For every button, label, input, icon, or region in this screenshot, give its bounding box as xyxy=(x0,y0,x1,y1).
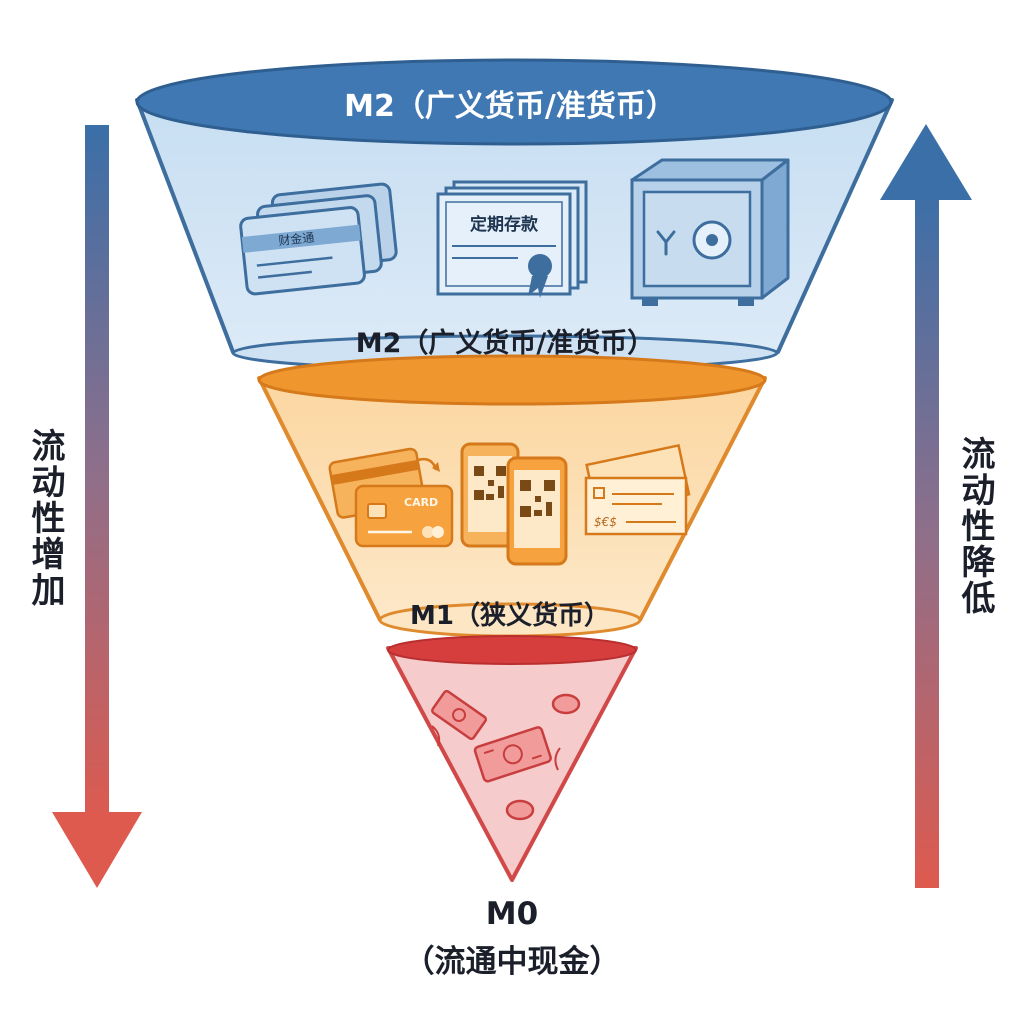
certificate-text: 定期存款 xyxy=(470,214,539,235)
m1-top-ellipse xyxy=(257,354,767,406)
liquidity-decrease-text: 流动性降低 xyxy=(955,436,995,616)
m0-label-line1: M0 xyxy=(485,896,539,932)
liquidity-increase-text: 流动性增加 xyxy=(25,428,65,608)
banknote-icon xyxy=(431,689,552,783)
m0-top-ellipse xyxy=(387,635,637,665)
liquidity-increase-arrow xyxy=(52,125,142,888)
m1-label: M1（狭义货币） xyxy=(410,600,610,631)
m1-section: CARD xyxy=(257,354,767,638)
m2-top-label: M2（广义货币/准货币） xyxy=(344,89,676,124)
check-icon: $€$ xyxy=(584,443,691,536)
m0-label-line2: （流通中现金） xyxy=(403,944,621,980)
bank-card-text: 财金通 xyxy=(278,229,315,248)
m2-top-ellipse xyxy=(135,58,893,146)
credit-card-text: CARD xyxy=(404,496,438,509)
credit-card-icon: CARD xyxy=(328,447,454,548)
safe-icon xyxy=(630,158,790,306)
mobile-payment-icon xyxy=(460,442,568,566)
bank-cards-icon: 财金通 xyxy=(239,182,398,296)
liquidity-decrease-arrow xyxy=(880,124,972,888)
m0-section xyxy=(386,635,638,882)
certificate-icon: 定期存款 xyxy=(436,180,588,298)
check-text: $€$ xyxy=(594,515,617,529)
m2-bottom-label: M2（广义货币/准货币） xyxy=(356,327,655,359)
m2-section: M2（广义货币/准货币） 财金通 定期存款 xyxy=(135,58,894,372)
coin-icon xyxy=(431,693,581,821)
